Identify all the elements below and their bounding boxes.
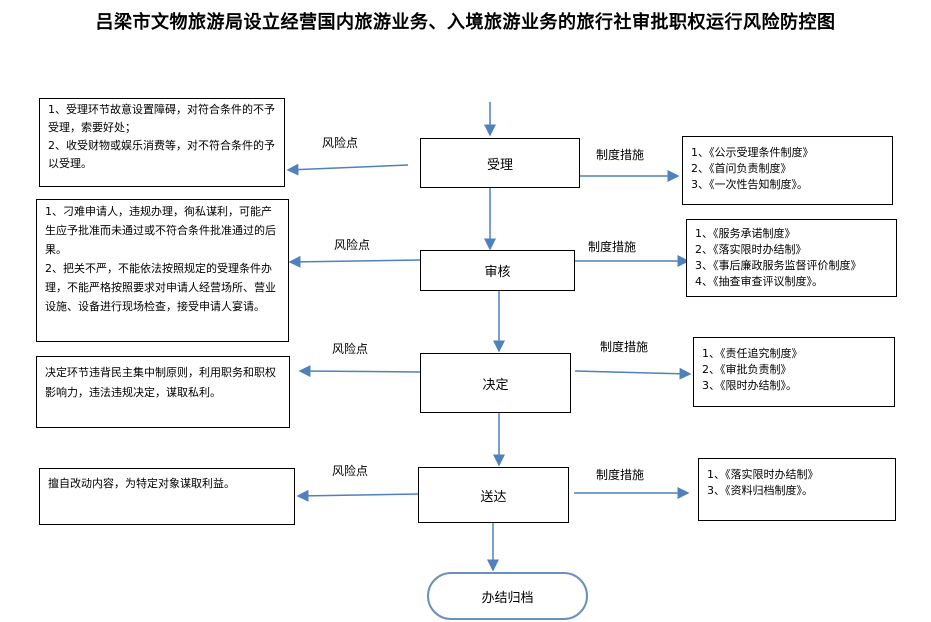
page-title: 吕梁市文物旅游局设立经营国内旅游业务、入境旅游业务的旅行社审批职权运行风险防控图 (95, 12, 836, 33)
risk-label: 风险点 (322, 136, 359, 150)
risk-box-accept: 1、受理环节故意设置障碍，对符合条件的不予受理，索要好处； 2、收受财物或娱乐消… (39, 98, 285, 187)
measure-label: 制度措施 (588, 240, 637, 254)
risk-text: 1、刁难申请人，违规办理，徇私谋利，可能产生应予批准而未通过或不符合条件批准通过… (45, 205, 276, 256)
measure-item: 3、《资料归档制度》。 (707, 484, 813, 497)
end-label: 办结归档 (481, 590, 534, 606)
measure-item: 3、《一次性告知制度》。 (691, 178, 808, 191)
step-review: 审核 (420, 250, 575, 291)
measure-item: 1、《责任追究制度》 (702, 347, 803, 360)
end-node: 办结归档 (427, 572, 588, 620)
step-label: 受理 (486, 157, 513, 173)
risk-label: 风险点 (332, 342, 369, 356)
measure-item: 1、《落实限时办结制》 (707, 468, 819, 481)
risk-text: 决定环节违背民主集中制原则，利用职务和职权影响力，违法违规决定，谋取私利。 (45, 366, 276, 399)
measure-label: 制度措施 (596, 148, 645, 162)
measure-box-decide: 1、《责任追究制度》 2、《审批负责制》 3、《限时办结制》。 (693, 337, 895, 407)
measure-label: 制度措施 (600, 340, 649, 354)
measure-item: 3、《事后廉政服务监督评价制度》 (695, 259, 862, 272)
measure-label: 制度措施 (596, 468, 645, 482)
risk-box-deliver: 擅自改动内容，为特定对象谋取利益。 (39, 468, 295, 525)
step-accept: 受理 (420, 138, 580, 188)
measure-item: 2、《审批负责制》 (702, 363, 792, 376)
risk-text: 2、把关不严，不能依法按照规定的受理条件办理，不能严格按照要求对申请人经营场所、… (45, 262, 276, 313)
risk-text: 擅自改动内容，为特定对象谋取利益。 (48, 477, 235, 490)
measure-item: 1、《公示受理条件制度》 (691, 146, 814, 159)
measure-box-accept: 1、《公示受理条件制度》 2、《首问负责制度》 3、《一次性告知制度》。 (682, 136, 893, 205)
step-deliver: 送达 (418, 467, 569, 523)
step-label: 审核 (484, 265, 511, 280)
step-label: 送达 (480, 489, 507, 505)
step-decide: 决定 (420, 353, 571, 413)
measure-item: 2、《落实限时办结制》 (695, 243, 807, 256)
measure-item: 1、《服务承诺制度》 (695, 227, 796, 240)
step-label: 决定 (482, 377, 509, 393)
measure-item: 3、《限时办结制》。 (702, 379, 797, 392)
risk-label: 风险点 (332, 464, 369, 478)
risk-text: 1、受理环节故意设置障碍，对符合条件的不予受理，索要好处； (48, 103, 275, 134)
risk-text: 2、收受财物或娱乐消费等，对不符合条件的予以受理。 (48, 139, 275, 170)
risk-box-decide: 决定环节违背民主集中制原则，利用职务和职权影响力，违法违规决定，谋取私利。 (36, 356, 290, 428)
risk-label: 风险点 (334, 238, 371, 252)
measure-box-review: 1、《服务承诺制度》 2、《落实限时办结制》 3、《事后廉政服务监督评价制度》 … (686, 219, 897, 297)
measure-item: 2、《首问负责制度》 (691, 162, 792, 175)
measure-box-deliver: 1、《落实限时办结制》 3、《资料归档制度》。 (698, 458, 896, 521)
risk-box-review: 1、刁难申请人，违规办理，徇私谋利，可能产生应予批准而未通过或不符合条件批准通过… (36, 199, 289, 342)
measure-item: 4、《抽查审查评议制度》。 (695, 275, 823, 288)
